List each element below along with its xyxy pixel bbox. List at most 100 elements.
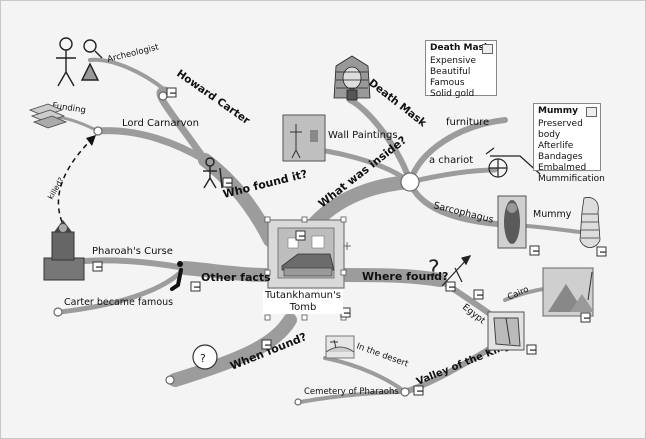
label-carter-famous: Carter became famous: [64, 297, 173, 308]
sarcophagus-icon: [497, 195, 527, 249]
node-valley[interactable]: [400, 387, 410, 397]
collapse-button-map[interactable]: −: [526, 344, 537, 356]
info-icon: [170, 261, 183, 291]
label-lord-carnarvon: Lord Carnarvon: [122, 118, 199, 129]
svg-text:?: ?: [428, 257, 440, 282]
clock-icon: ?: [192, 344, 218, 370]
add-topic-icon[interactable]: +: [342, 239, 352, 253]
branch-who-found: [198, 153, 277, 247]
svg-text:−: −: [264, 341, 272, 351]
label-other-facts: Other facts: [201, 271, 271, 284]
svg-text:−: −: [193, 283, 201, 293]
node-lord-carnarvon[interactable]: [93, 126, 103, 136]
central-topic-image[interactable]: [264, 216, 347, 321]
egypt-map-icon: [487, 311, 525, 351]
note-item: Afterlife: [538, 141, 574, 151]
collapse-button-egypt[interactable]: −: [473, 289, 484, 301]
note-item: Beautiful: [430, 67, 471, 77]
branch-lord-carnarvon: [94, 127, 209, 164]
label-cemetery: Cemetery of Pharaohs: [304, 387, 399, 397]
svg-text:−: −: [599, 248, 607, 258]
label-furniture: furniture: [446, 117, 489, 128]
label-archeologist: Archeologist: [106, 42, 160, 65]
node-carter-famous[interactable]: [53, 307, 63, 317]
note-title: Death Mask: [430, 43, 490, 53]
note-icon[interactable]: [586, 107, 597, 117]
branch-howard-carter: [156, 86, 209, 164]
collapse-button-where[interactable]: −: [445, 281, 456, 293]
desert-icon: [325, 335, 355, 359]
pyramids-icon: [542, 267, 594, 317]
note-item: Solid gold: [430, 89, 475, 99]
death-mask-icon: [333, 55, 371, 101]
killed-link: [57, 134, 97, 223]
branch-chariot: [407, 167, 498, 185]
label-desert: In the desert: [355, 341, 410, 369]
branch-nodes: [53, 91, 420, 406]
svg-text:−: −: [95, 263, 103, 273]
howard-carter-icon: [203, 157, 223, 189]
svg-text:−: −: [169, 89, 177, 99]
collapse-button-other-facts[interactable]: −: [190, 281, 201, 293]
svg-text:−: −: [416, 387, 424, 397]
node-archeologist[interactable]: [158, 91, 168, 101]
svg-text:−: −: [448, 283, 456, 293]
note-item: Preserved body: [538, 119, 583, 140]
collapse-button-cairo[interactable]: −: [580, 312, 591, 324]
death-mask-note[interactable]: Death Mask Expensive Beautiful Famous So…: [425, 40, 497, 99]
label-cairo: Cairo: [506, 285, 530, 303]
svg-text:−: −: [476, 291, 484, 301]
svg-text:−: −: [298, 232, 306, 242]
branch-sarcophagus: [407, 179, 513, 228]
collapse-button-sarcophagus[interactable]: −: [529, 245, 540, 257]
central-title-line1: Tutankhamun's: [265, 290, 341, 301]
note-icon[interactable]: [482, 44, 493, 54]
collapse-button-archeologist[interactable]: −: [166, 87, 177, 99]
collapse-button-who-found[interactable]: −: [295, 230, 306, 242]
node-cemetery[interactable]: [294, 398, 302, 406]
note-item: Bandages: [538, 152, 583, 162]
central-topic-label[interactable]: Tutankhamun's Tomb: [263, 290, 343, 314]
note-title: Mummy: [538, 106, 578, 116]
archeologist-icon: [56, 37, 103, 87]
label-chariot: a chariot: [429, 155, 473, 166]
collapse-button-when[interactable]: −: [261, 339, 272, 351]
branch-other-facts: [178, 261, 272, 282]
note-item: Mummification: [538, 174, 605, 184]
collapse-button-valley[interactable]: −: [413, 385, 424, 397]
branch-desert: [323, 356, 407, 394]
wall-painting-icon: [282, 114, 326, 162]
collapse-button-mummy[interactable]: −: [596, 246, 607, 258]
branch-carter-famous: [57, 265, 188, 315]
branch-furniture: [407, 117, 508, 185]
label-funding: Funding: [52, 101, 87, 116]
chariot-icon: [485, 147, 541, 178]
collapse-button-pharoah[interactable]: −: [92, 261, 103, 273]
note-item: Famous: [430, 78, 465, 88]
label-where-found: Where found?: [362, 270, 448, 283]
central-title-line2: Tomb: [289, 302, 317, 313]
branch-pharoahs-curse: [72, 257, 188, 271]
label-wall-paintings: Wall Paintings: [328, 130, 398, 141]
killed-arrowhead: [86, 135, 96, 146]
pharaoh-statue-icon: [43, 220, 85, 281]
branch-when-found: [168, 313, 297, 387]
mummy-icon: [579, 197, 601, 248]
svg-text:−: −: [532, 247, 540, 257]
collapse-button-howard[interactable]: −: [222, 177, 233, 189]
branch-cemetery: [298, 390, 407, 404]
branch-archeologist: [88, 57, 167, 92]
label-killed: killed?: [46, 176, 66, 201]
money-icon: [28, 103, 68, 129]
node-what-inside[interactable]: [400, 172, 420, 192]
mummy-note[interactable]: Mummy Preserved body Afterlife Bandages …: [533, 103, 605, 184]
label-sarcophagus: Sarcophagus: [432, 200, 494, 226]
svg-text:−: −: [529, 346, 537, 356]
question-compass-icon: ?: [428, 255, 472, 287]
node-when-found[interactable]: [165, 375, 175, 385]
svg-text:−: −: [225, 179, 233, 189]
svg-text:?: ?: [200, 352, 206, 365]
note-item: Embalmed: [538, 163, 587, 173]
